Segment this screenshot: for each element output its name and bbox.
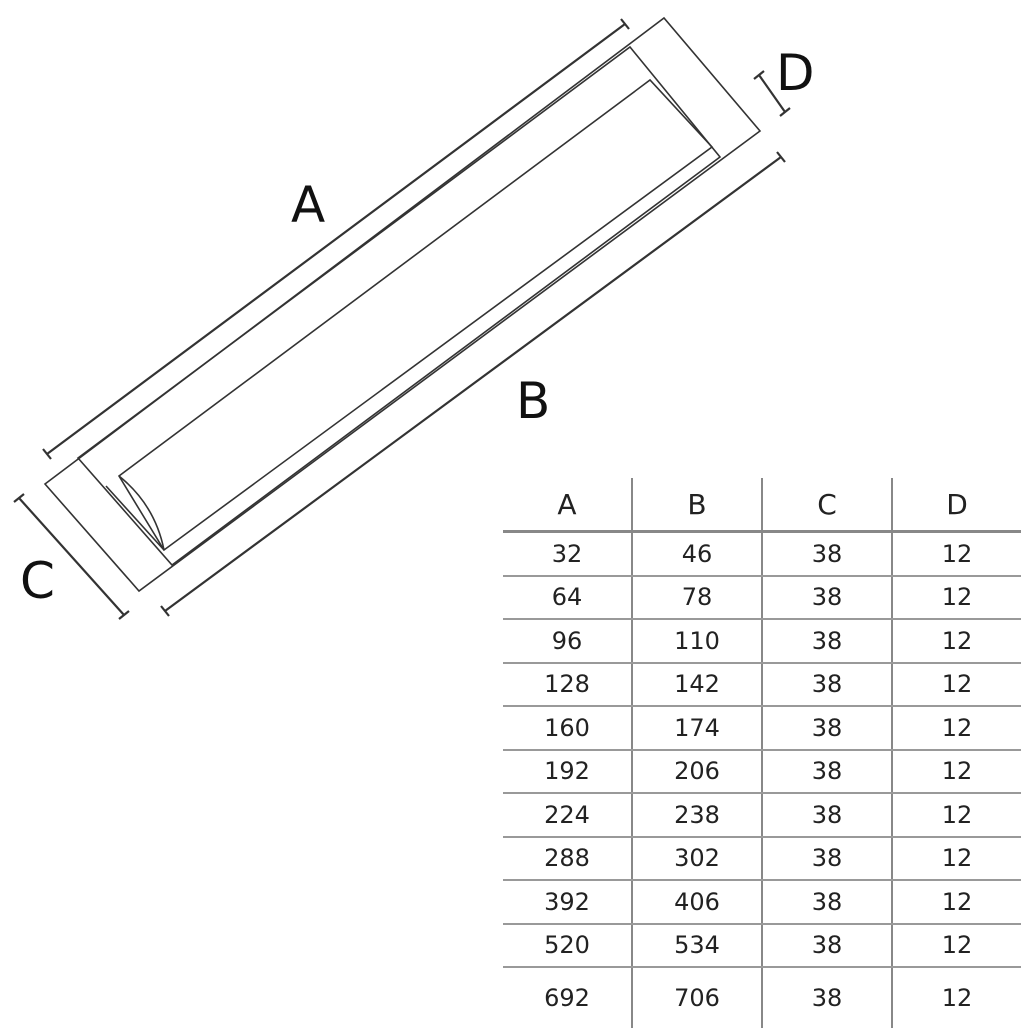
table-cell-b: 406 (631, 880, 762, 925)
dimension-label-d: D (776, 44, 815, 102)
table-cell-b: 206 (631, 749, 762, 794)
table-cell-d: 12 (891, 575, 1021, 620)
table-cell-c: 38 (761, 662, 892, 707)
table-cell-a: 392 (503, 880, 632, 925)
table-cell-c: 38 (761, 531, 892, 577)
dimension-a-line (42, 18, 630, 460)
table-cell-b: 174 (631, 706, 762, 751)
table-cell-b: 78 (631, 575, 762, 620)
header-b: B (631, 478, 762, 533)
table-cell-d: 12 (891, 923, 1021, 968)
table-cell-c: 38 (761, 967, 892, 1028)
table-cell-a: 64 (503, 575, 632, 620)
header-d: D (891, 478, 1021, 533)
table-header-row: A B C D (503, 478, 1021, 533)
table-cell-d: 12 (891, 793, 1021, 838)
table-cell-b: 142 (631, 662, 762, 707)
dimension-d-line (753, 70, 791, 117)
table-cell-d: 12 (891, 967, 1021, 1028)
table-cell-b: 110 (631, 619, 762, 664)
dimension-label-b: B (516, 372, 551, 430)
table-cell-c: 38 (761, 836, 892, 881)
table-cell-b: 706 (631, 967, 762, 1028)
table-cell-d: 12 (891, 662, 1021, 707)
recess-outline (117, 78, 714, 552)
table-cell-d: 12 (891, 749, 1021, 794)
table-cell-c: 38 (761, 575, 892, 620)
table-cell-a: 288 (503, 836, 632, 881)
table-cell-d: 12 (891, 880, 1021, 925)
table-cell-a: 192 (503, 749, 632, 794)
table-cell-b: 302 (631, 836, 762, 881)
table-cell-a: 520 (503, 923, 632, 968)
table-cell-a: 32 (503, 531, 632, 577)
header-a: A (503, 478, 632, 533)
base-plate-outline (43, 16, 762, 593)
table-cell-a: 96 (503, 619, 632, 664)
dimension-label-a: A (291, 176, 326, 234)
table-cell-c: 38 (761, 619, 892, 664)
header-c: C (761, 478, 892, 533)
dimension-c-line (13, 493, 130, 620)
table-cell-b: 46 (631, 531, 762, 577)
table-cell-d: 12 (891, 619, 1021, 664)
table-cell-b: 534 (631, 923, 762, 968)
table-cell-d: 12 (891, 706, 1021, 751)
table-cell-a: 692 (544, 984, 590, 1012)
table-cell-a: 128 (503, 662, 632, 707)
recess-curve (118, 475, 165, 551)
handle-body-outline (76, 45, 722, 567)
table-cell-d: 12 (891, 531, 1021, 577)
table-cell-c: 38 (761, 923, 892, 968)
recess-edge (105, 485, 165, 551)
table-cell-a: 224 (503, 793, 632, 838)
table-cell-c: 38 (761, 706, 892, 751)
table-cell-d: 12 (891, 836, 1021, 881)
table-cell-a: 160 (503, 706, 632, 751)
dimension-label-c: C (20, 552, 55, 610)
table-cell-c: 38 (761, 880, 892, 925)
dimension-b-line (160, 151, 786, 617)
table-cell-c: 38 (761, 793, 892, 838)
table-cell-c: 38 (761, 749, 892, 794)
table-cell-b: 238 (631, 793, 762, 838)
